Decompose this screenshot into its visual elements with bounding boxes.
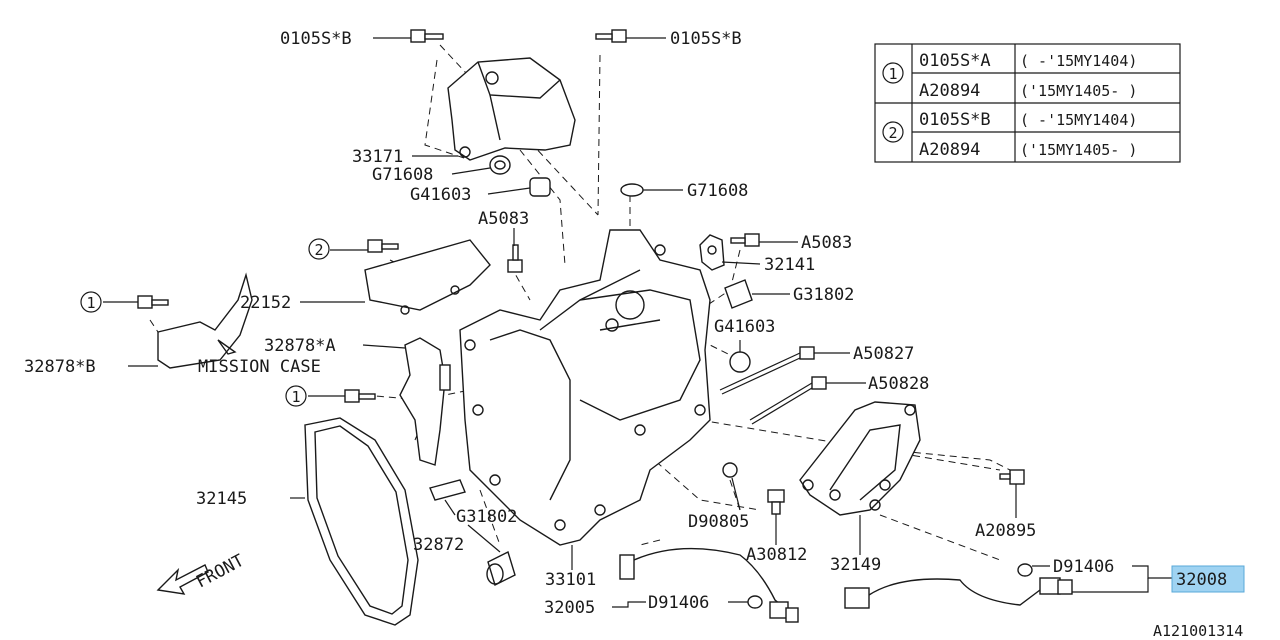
- bolt-a50828-icon: [749, 376, 827, 425]
- label-33101[interactable]: 33101: [545, 570, 596, 590]
- label-g71608-center[interactable]: G71608: [687, 181, 748, 201]
- label-front: FRONT: [193, 551, 248, 593]
- washer-d90805-icon: [722, 462, 738, 478]
- label-d91406-right[interactable]: D91406: [1053, 557, 1114, 577]
- label-a5083-right[interactable]: A5083: [801, 233, 852, 253]
- plate-22152-shape: [364, 239, 491, 311]
- label-g31802-right[interactable]: G31802: [793, 285, 854, 305]
- legend-range-4: ('15MY1405- ): [1020, 141, 1137, 159]
- label-32872[interactable]: 32872: [413, 535, 464, 555]
- bolt-top-right-icon: [595, 29, 627, 43]
- plug-a30812-icon: [767, 489, 785, 515]
- legend-range-2: ('15MY1405- ): [1020, 82, 1137, 100]
- legend-part-3: 0105S*B: [919, 110, 991, 130]
- callout-1-bracket-label: 1: [86, 294, 95, 312]
- label-g31802-bottom[interactable]: G31802: [456, 507, 517, 527]
- legend-callout-2: 2: [888, 124, 897, 142]
- label-g71608-left[interactable]: G71608: [372, 165, 433, 185]
- diagram-id: A121001314: [1153, 622, 1243, 640]
- label-33171[interactable]: 33171: [352, 147, 403, 167]
- label-d91406-bottom[interactable]: D91406: [648, 593, 709, 613]
- label-a5083-left[interactable]: A5083: [478, 209, 529, 229]
- bracket-33171-shape: [447, 57, 576, 161]
- bushing-g41603-right-icon: [729, 351, 751, 373]
- label-mission-case: MISSION CASE: [198, 357, 321, 377]
- label-32008[interactable]: 32008: [1176, 570, 1227, 590]
- legend-part-4: A20894: [919, 140, 980, 160]
- label-g41603-left[interactable]: G41603: [410, 185, 471, 205]
- label-a50828[interactable]: A50828: [868, 374, 929, 394]
- bolt-22152-icon: [367, 239, 399, 253]
- transmission-case-33101-shape: [459, 229, 711, 546]
- sensor-32008-icon: [844, 577, 1073, 609]
- callout-2-plate: 2: [308, 238, 330, 260]
- mission-case-arrow-icon: [217, 339, 237, 355]
- bushing-g31802-right-icon: [724, 279, 753, 309]
- washer-d91406-right-icon: [1017, 563, 1033, 577]
- legend-part-2: A20894: [919, 81, 980, 101]
- washer-d91406-bottom-icon: [747, 595, 763, 609]
- bolt-32878b-icon: [137, 295, 169, 309]
- bolt-a5083-left-icon: [507, 244, 523, 273]
- legend-table: 1 2 0105S*A ( -'15MY1404) A20894 ('15MY1…: [874, 43, 1181, 163]
- label-g41603-right[interactable]: G41603: [714, 317, 775, 337]
- highlight-32008: [1171, 565, 1245, 593]
- label-0105sb-right[interactable]: 0105S*B: [670, 29, 742, 49]
- gasket-32145-shape: [304, 417, 419, 626]
- callout-1-lower: 1: [285, 385, 307, 407]
- front-arrow-icon: [156, 564, 209, 595]
- bolt-top-left-icon: [410, 29, 444, 43]
- callout-1-lower-label: 1: [291, 388, 300, 406]
- label-d90805[interactable]: D90805: [688, 512, 749, 532]
- leader-lines: [103, 37, 1172, 608]
- label-a20895[interactable]: A20895: [975, 521, 1036, 541]
- label-32005[interactable]: 32005: [544, 598, 595, 618]
- bolt-a20895-icon: [999, 469, 1025, 485]
- part-32872-icon: [429, 479, 466, 501]
- label-a30812[interactable]: A30812: [746, 545, 807, 565]
- cover-32149-shape: [799, 401, 921, 516]
- seal-g71608-center-icon: [620, 183, 644, 197]
- bracket-32878a-shape: [399, 337, 446, 466]
- label-32145[interactable]: 32145: [196, 489, 247, 509]
- plate-32141-icon: [699, 234, 725, 271]
- legend-callout-2-icon: [882, 121, 904, 143]
- callout-1-bracket: 1: [80, 291, 102, 313]
- legend-callout-1-icon: [882, 62, 904, 84]
- seal-g71608-left-icon: [489, 155, 511, 175]
- legend-range-3: ( -'15MY1404): [1020, 111, 1137, 129]
- label-22152[interactable]: 22152: [240, 293, 291, 313]
- legend-callout-1: 1: [888, 65, 897, 83]
- bolt-a5083-right-icon: [730, 233, 760, 247]
- label-32878b[interactable]: 32878*B: [24, 357, 96, 377]
- legend-range-1: ( -'15MY1404): [1020, 52, 1137, 70]
- bracket-32878b-shape: [157, 272, 253, 369]
- label-32878a[interactable]: 32878*A: [264, 336, 336, 356]
- legend-part-1: 0105S*A: [919, 51, 991, 71]
- sensor-32005-icon: [619, 547, 799, 623]
- label-32141[interactable]: 32141: [764, 255, 815, 275]
- label-a50827[interactable]: A50827: [853, 344, 914, 364]
- bolt-callout1-lower-icon: [344, 389, 376, 403]
- label-32149[interactable]: 32149: [830, 555, 881, 575]
- label-0105sb-left[interactable]: 0105S*B: [280, 29, 352, 49]
- bushing-g41603-left-icon: [529, 177, 551, 197]
- callout-2-plate-label: 2: [314, 241, 323, 259]
- bolt-a50827-icon: [719, 346, 815, 395]
